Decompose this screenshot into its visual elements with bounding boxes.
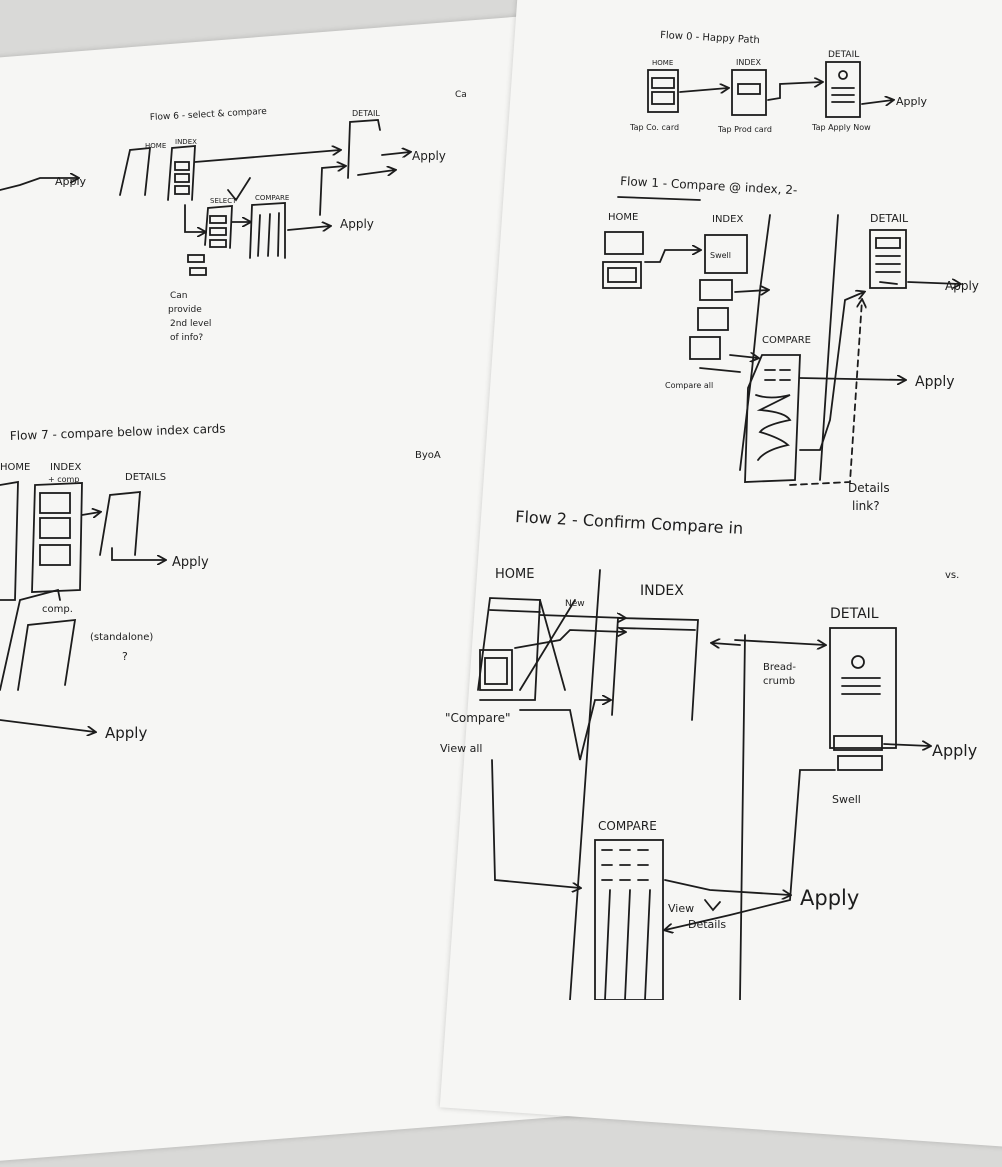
flow-2-apply-2: Apply bbox=[800, 886, 859, 910]
flow-0-label-detail: DETAIL bbox=[828, 50, 859, 60]
flow-0-sketch bbox=[647, 61, 893, 118]
flow-2-apply-1: Apply bbox=[932, 741, 977, 760]
flow-6-title: Flow 6 - select & compare bbox=[150, 107, 268, 123]
flow-0-label-index: INDEX bbox=[736, 58, 762, 67]
flow-1-annot-link: link? bbox=[852, 499, 880, 513]
flow-0-label-home: HOME bbox=[652, 59, 673, 67]
flow-2-annot-bread: Bread- bbox=[763, 662, 796, 673]
flow-2-label-detail: DETAIL bbox=[830, 606, 879, 622]
flow-6-apply-1: Apply bbox=[412, 149, 446, 163]
flow-2-annot-view-all: View all bbox=[440, 742, 482, 755]
flow-2-annot-compare-quote: "Compare" bbox=[445, 711, 510, 725]
flow-2-label-home: HOME bbox=[495, 567, 534, 582]
flow-2-label-compare: COMPARE bbox=[598, 819, 657, 833]
flow-6-label-detail: DETAIL bbox=[352, 109, 380, 118]
flow-0-caption-3: Tap Apply Now bbox=[811, 123, 871, 132]
flow-2-title-tail: vs. bbox=[945, 570, 959, 581]
corner-mark: Ca bbox=[455, 90, 467, 100]
flow-7-title: Flow 7 - compare below index cards bbox=[10, 421, 226, 443]
flow-2-annot-details: Details bbox=[688, 918, 726, 931]
hand-drawn-flow-sketches: Flow 6 - select & compare Ca HOME INDEX … bbox=[0, 30, 979, 1000]
flow-2-annot-view: View bbox=[668, 902, 694, 915]
flow-6-apply-2: Apply bbox=[340, 217, 374, 231]
flow-1-label-index: INDEX bbox=[712, 214, 743, 225]
flow-1-label-home: HOME bbox=[608, 212, 638, 223]
flow-7-margin-note: ByoA bbox=[415, 450, 441, 461]
flow-7-apply-1: Apply bbox=[172, 555, 209, 570]
flow-6-apply-3: Apply bbox=[55, 175, 87, 188]
flow-6-label-select: SELECT bbox=[210, 197, 237, 205]
flow-6-label-home: HOME bbox=[145, 142, 166, 150]
flow-7-label-index: INDEX bbox=[50, 462, 81, 473]
flow-1-label-compare: COMPARE bbox=[762, 335, 811, 346]
flow-7-label-details: DETAILS bbox=[125, 472, 166, 483]
flow-7-sketch bbox=[0, 480, 165, 732]
flow-7-label-standalone: (standalone) bbox=[90, 632, 153, 643]
flow-2-annot-swell: Swell bbox=[832, 793, 861, 806]
flow-6-label-index: INDEX bbox=[175, 138, 197, 146]
flow-7-label-home: HOME bbox=[0, 462, 30, 473]
flow-1-annot-details: Details bbox=[848, 481, 890, 495]
flow-2-label-index: INDEX bbox=[640, 583, 684, 599]
flow-0-apply: Apply bbox=[896, 95, 928, 108]
flow-6-note-3: 2nd level bbox=[170, 319, 211, 329]
flow-6-sketch: Flow 6 - select & compare Ca bbox=[0, 90, 467, 276]
flow-6-label-compare: COMPARE bbox=[255, 194, 289, 202]
flow-6-note-2: provide bbox=[168, 305, 202, 315]
flow-2-annot-crumb: crumb bbox=[763, 676, 795, 687]
flow-0-caption-2: Tap Prod card bbox=[717, 125, 772, 134]
flow-1-label-detail: DETAIL bbox=[870, 212, 909, 225]
flow-0-caption-1: Tap Co. card bbox=[629, 123, 679, 132]
flow-2-sketch bbox=[477, 569, 930, 1000]
flow-1-annot-compare-all: Compare all bbox=[665, 381, 713, 390]
flow-6-note-1: Can bbox=[170, 291, 188, 301]
flow-7-label-comp: + comp bbox=[48, 475, 79, 484]
flow-6-note-4: of info? bbox=[170, 333, 203, 343]
flow-1-apply-1: Apply bbox=[945, 279, 979, 293]
flow-2-title: Flow 2 - Confirm Compare in bbox=[515, 507, 744, 538]
flow-2-annot-new: New bbox=[565, 599, 585, 609]
flow-7-label-question: ? bbox=[122, 650, 128, 663]
flow-1-apply-2: Apply bbox=[915, 374, 955, 390]
flow-0-title: Flow 0 - Happy Path bbox=[660, 30, 760, 46]
flow-1-annot-swell: Swell bbox=[710, 251, 731, 260]
flow-7-apply-2: Apply bbox=[105, 724, 147, 742]
flow-7-label-comp-screen: comp. bbox=[42, 604, 73, 615]
flow-1-title: Flow 1 - Compare @ index, 2- bbox=[620, 174, 798, 197]
flow-1-sketch bbox=[602, 196, 960, 486]
